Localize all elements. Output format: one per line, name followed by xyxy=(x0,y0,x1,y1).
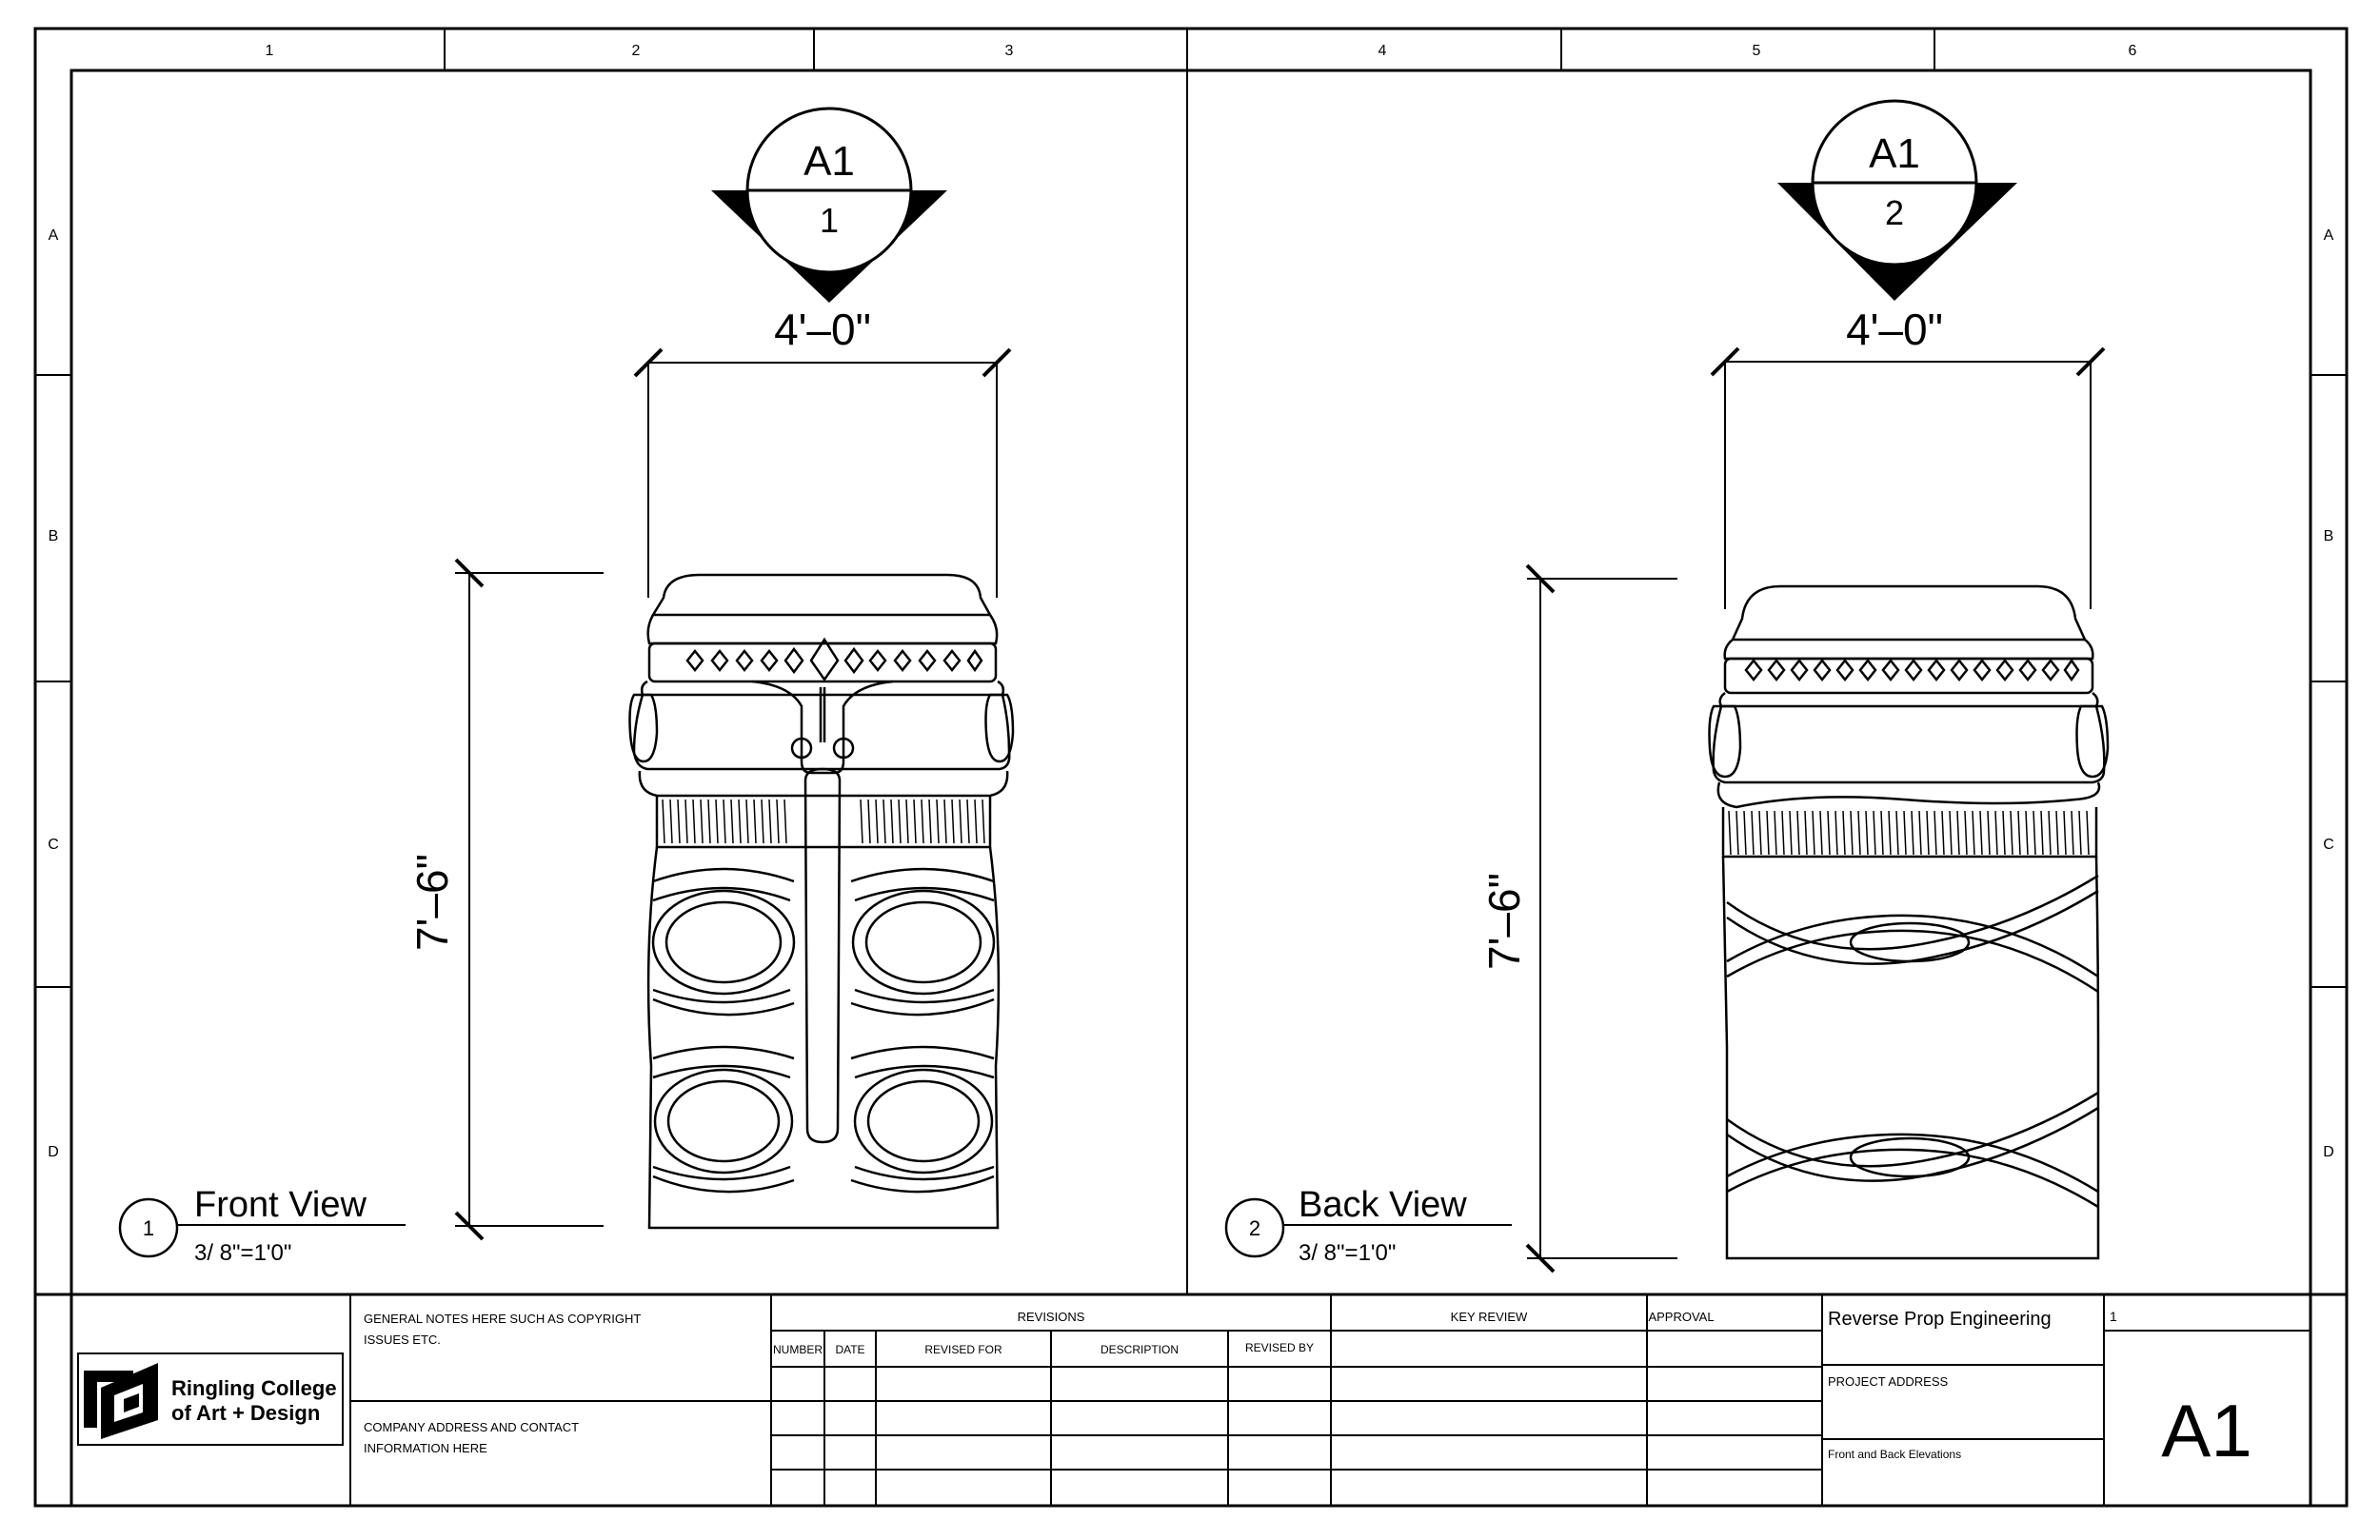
width-dimension-label: 4'–0" xyxy=(1846,305,1943,354)
sheet-outer-border xyxy=(33,27,2349,1508)
section-sheet-label: A1 xyxy=(1869,130,1920,177)
general-notes-line-2: ISSUES ETC. xyxy=(364,1333,441,1347)
front-view: A1 1 4'–0" 7'–6" xyxy=(118,107,1015,1266)
height-dimension-label: 7'–6" xyxy=(407,854,457,951)
row-label: B xyxy=(2324,528,2334,544)
revision-column-header: REVISED FOR xyxy=(924,1343,1002,1356)
height-dimension-label: 7'–6" xyxy=(1479,873,1529,970)
view-callout-number: 1 xyxy=(143,1216,154,1240)
revision-column-header: REVISED BY xyxy=(1245,1341,1314,1354)
view-title-callout: 1 Front View 3/ 8"=1'0" xyxy=(118,1185,406,1266)
row-label: C xyxy=(2323,837,2334,853)
approval-header: APPROVAL xyxy=(1648,1310,1714,1324)
logo-line-2: of Art + Design xyxy=(171,1401,320,1425)
row-labels: A B C D A B C D xyxy=(48,227,2334,1160)
width-dimension xyxy=(633,347,1012,598)
sheet-drawing-frame xyxy=(69,69,2312,1508)
key-review-header: KEY REVIEW xyxy=(1451,1310,1528,1324)
revisions-header: REVISIONS xyxy=(1018,1310,1085,1324)
section-sheet-label: A1 xyxy=(803,138,855,185)
row-label: A xyxy=(2324,227,2334,244)
column-grid xyxy=(444,29,1935,70)
view-title: Back View xyxy=(1299,1185,1467,1225)
column-label: 1 xyxy=(266,43,274,59)
row-label: C xyxy=(48,837,59,853)
college-logo: Ringling College of Art + Design xyxy=(77,1352,344,1446)
oval-motifs xyxy=(651,867,996,1194)
section-marker: A1 1 xyxy=(711,107,947,303)
revision-column-header: DESCRIPTION xyxy=(1101,1343,1179,1356)
revision-column-header: DATE xyxy=(835,1343,864,1356)
view-title-callout: 2 Back View 3/ 8"=1'0" xyxy=(1224,1185,1512,1266)
company-address-line-2: INFORMATION HERE xyxy=(364,1441,487,1455)
project-address: PROJECT ADDRESS xyxy=(1828,1374,1949,1389)
width-dimension-label: 4'–0" xyxy=(774,305,871,354)
diamond-row xyxy=(685,637,983,682)
project-name: Reverse Prop Engineering xyxy=(1828,1309,2052,1330)
row-label: D xyxy=(48,1144,59,1160)
row-label: A xyxy=(49,227,59,244)
diamond-row xyxy=(1744,658,2080,682)
row-label: B xyxy=(49,528,59,544)
section-marker: A1 2 xyxy=(1777,99,2017,301)
sheet-index: 1 xyxy=(2110,1309,2117,1324)
drawing-title: Front and Back Elevations xyxy=(1828,1448,1961,1461)
logo-mark-icon xyxy=(84,1363,158,1439)
column-label: 6 xyxy=(2129,43,2137,59)
title-block: Ringling College of Art + Design GENERAL… xyxy=(35,1293,2347,1506)
view-scale: 3/ 8"=1'0" xyxy=(194,1240,291,1266)
column-label: 3 xyxy=(1005,43,1014,59)
height-dimension xyxy=(454,558,604,1241)
height-dimension xyxy=(1525,563,1677,1273)
fringe xyxy=(1728,810,2090,856)
column-label: 5 xyxy=(1753,43,1761,59)
general-notes-line-1: GENERAL NOTES HERE SUCH AS COPYRIGHT xyxy=(364,1312,641,1326)
back-drum-illustration xyxy=(1708,584,2110,1260)
sheet-number: A1 xyxy=(2161,1389,2251,1472)
view-scale: 3/ 8"=1'0" xyxy=(1299,1240,1396,1266)
front-drum-illustration xyxy=(628,573,1015,1230)
view-callout-number: 2 xyxy=(1249,1216,1260,1240)
wave-bands xyxy=(1726,874,2099,1209)
column-label: 4 xyxy=(1378,43,1387,59)
section-number-label: 1 xyxy=(820,201,839,240)
view-title: Front View xyxy=(194,1185,367,1225)
column-labels: 1 2 3 4 5 6 xyxy=(266,43,2137,59)
width-dimension xyxy=(1710,346,2106,609)
fringe xyxy=(662,799,985,844)
column-label: 2 xyxy=(632,43,641,59)
back-view: A1 2 4'–0" 7'–6" xyxy=(1224,99,2110,1273)
section-number-label: 2 xyxy=(1885,193,1904,232)
revision-column-header: NUMBER xyxy=(773,1343,823,1356)
row-label: D xyxy=(2323,1144,2334,1160)
logo-line-1: Ringling College xyxy=(171,1376,337,1400)
company-address-line-1: COMPANY ADDRESS AND CONTACT xyxy=(364,1420,579,1434)
